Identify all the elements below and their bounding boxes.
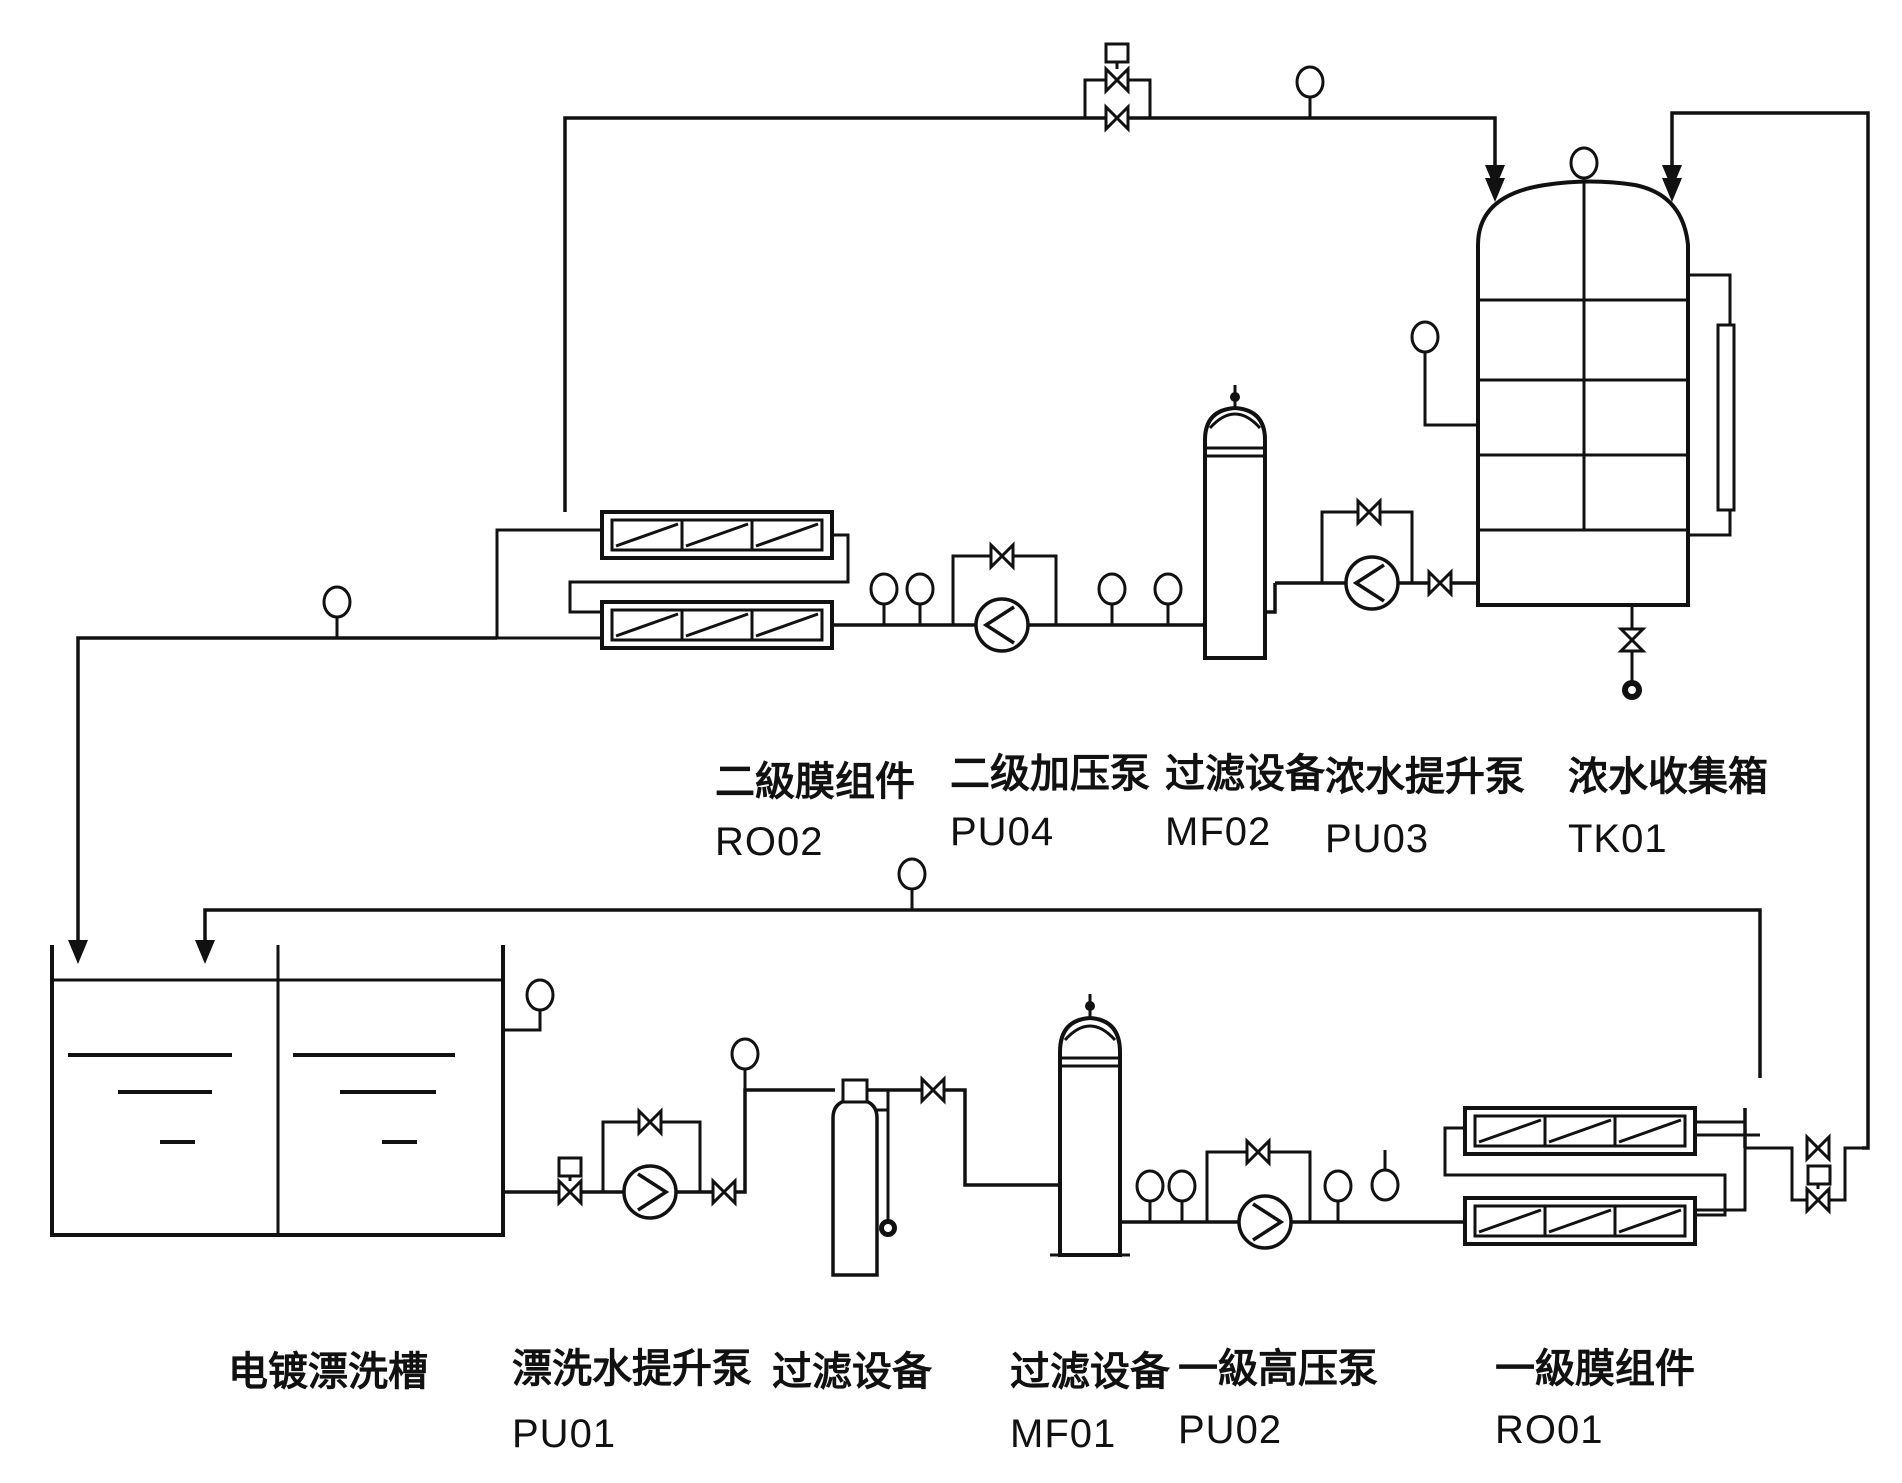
- pipe: [568, 533, 850, 614]
- pipe: [1443, 1126, 1727, 1217]
- tk01-code-label: TK01: [1568, 817, 1668, 861]
- mf01-code-label: MF01: [1010, 1412, 1116, 1456]
- mf02-filter: [1203, 385, 1267, 660]
- pressure-gauge: [322, 585, 352, 640]
- flow-arrow: [68, 940, 88, 964]
- pu01-name-label: 漂洗水提升泵: [512, 1346, 752, 1392]
- pipe: [1265, 583, 1277, 614]
- pipe: [1695, 1148, 1747, 1212]
- pu01-pump: [622, 1164, 678, 1220]
- rinse-tank: [50, 945, 555, 1237]
- ro01-control-valve-group: [1745, 1135, 1862, 1213]
- pressure-gauge: [1323, 1169, 1353, 1224]
- pu02-name-label: 一級高压泵: [1178, 1346, 1378, 1392]
- ro01-concentrate-return-pipe: [1670, 111, 1870, 1150]
- pu02-pump: [1237, 1194, 1293, 1250]
- top-control-valve-group: [1083, 42, 1152, 131]
- valve: [637, 1109, 663, 1135]
- tk01-concentrate-tank: [1410, 146, 1736, 700]
- valve: [1356, 499, 1382, 525]
- pressure-gauge: [1153, 572, 1183, 627]
- tk01-name-label: 浓水收集箱: [1568, 754, 1768, 800]
- ro02-concentrate-return-pipe: [563, 116, 1497, 512]
- sensor-probe: [1370, 1150, 1400, 1202]
- ro01-code-label: RO01: [1495, 1408, 1604, 1452]
- pressure-gauge-top: [1295, 65, 1325, 120]
- pu03-pump: [1344, 555, 1400, 611]
- rinse-tank-label: 电镀漂洗槽: [228, 1349, 428, 1395]
- pu03-name-label: 浓水提升泵: [1325, 754, 1525, 800]
- valve: [1427, 570, 1453, 596]
- ro02-name-label: 二級膜组件: [715, 759, 915, 805]
- pressure-gauge: [869, 572, 899, 627]
- pu02-code-label: PU02: [1178, 1408, 1282, 1452]
- pu04-name-label: 二级加压泵: [950, 751, 1150, 797]
- valve: [711, 1179, 737, 1205]
- mf01-name-label: 过滤设备: [1010, 1349, 1171, 1395]
- mf02-name-label: 过滤设备: [1165, 751, 1326, 797]
- pressure-gauge: [730, 1037, 760, 1092]
- pu04-pump: [974, 597, 1030, 653]
- ro01-membrane-module-upper: [1463, 1106, 1697, 1156]
- filter-name-label: 过滤设备: [772, 1349, 933, 1395]
- pu03-code-label: PU03: [1325, 817, 1429, 861]
- pressure-gauge: [905, 572, 935, 627]
- flow-arrow: [195, 940, 215, 964]
- valve: [1245, 1139, 1271, 1165]
- ro02-membrane-module-upper: [600, 510, 834, 560]
- pressure-gauge: [1135, 1169, 1165, 1224]
- ro01-membrane-module-lower: [1463, 1196, 1697, 1246]
- ro01-name-label: 一級膜组件: [1495, 1346, 1695, 1392]
- cartridge-filter: [831, 1078, 897, 1277]
- ro02-code-label: RO02: [715, 820, 824, 864]
- valve: [920, 1077, 946, 1103]
- ro02-membrane-module-lower: [600, 600, 834, 650]
- ro01-permeate-pipe: [203, 908, 1762, 1078]
- ro02-permeate-pipe: [76, 636, 497, 945]
- pipe: [1695, 1120, 1747, 1148]
- pressure-gauge: [1097, 572, 1127, 627]
- valve: [557, 1179, 583, 1205]
- valve: [989, 543, 1015, 569]
- pressure-gauge: [897, 857, 927, 912]
- solenoid-box: [557, 1156, 583, 1178]
- pipe: [867, 1088, 1060, 1187]
- mf02-code-label: MF02: [1165, 810, 1271, 854]
- pu04-code-label: PU04: [950, 810, 1054, 854]
- mf01-filter: [1050, 994, 1130, 1257]
- pu01-code-label: PU01: [512, 1412, 616, 1456]
- pressure-gauge: [1167, 1169, 1197, 1224]
- pipe: [495, 528, 602, 640]
